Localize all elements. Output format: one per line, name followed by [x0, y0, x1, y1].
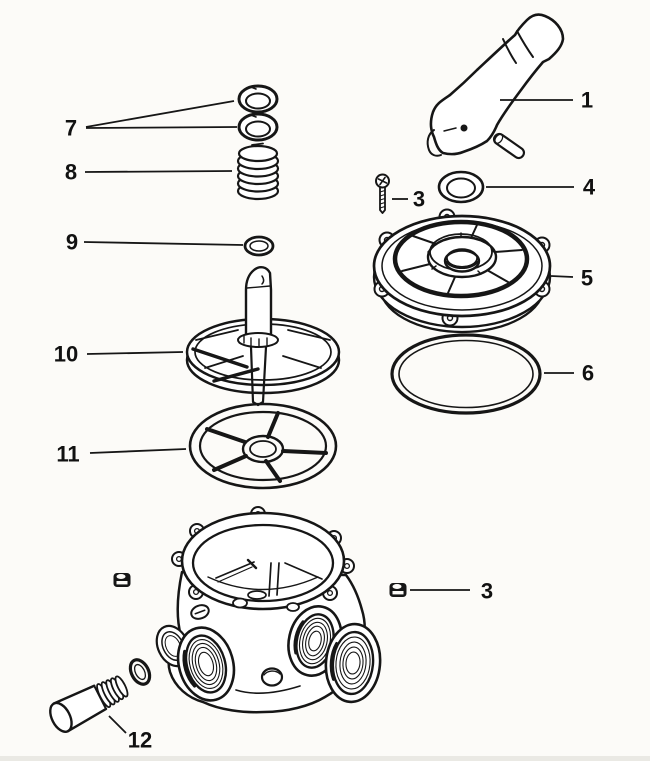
- handle-part: [426, 13, 565, 157]
- part-label-3b: 3: [481, 579, 493, 604]
- page-bottom-edge: [0, 756, 650, 761]
- leader-7b: [85, 126, 238, 129]
- part-label-12: 12: [128, 728, 152, 753]
- part-label-4: 4: [583, 175, 596, 200]
- body-front-boss: [235, 667, 301, 694]
- screw-part: [375, 173, 390, 214]
- leader-7a: [85, 100, 235, 128]
- cover-o-ring-part: [390, 333, 542, 415]
- spring-part: [236, 142, 280, 201]
- leader-9: [83, 241, 244, 246]
- leader-5: [550, 275, 574, 278]
- part-label-3: 3: [413, 187, 425, 212]
- stem-o-ring-part: [243, 235, 275, 257]
- handle-pin-part: [492, 132, 526, 160]
- part-label-10: 10: [54, 342, 78, 367]
- nut-left-part: [113, 573, 131, 587]
- body-slotted-plug: [190, 604, 210, 620]
- part-label-6: 6: [582, 361, 594, 386]
- stem-washers-part: [237, 84, 279, 142]
- body-right-port: [324, 622, 382, 704]
- callout-labels: 7 8 9 10 11 1 3 4 5 6 3 12: [54, 88, 596, 753]
- drain-plug-o-ring-part: [128, 658, 152, 686]
- part-label-11: 11: [56, 442, 79, 467]
- nut-right-part: [389, 583, 407, 597]
- part-label-1: 1: [581, 88, 593, 113]
- part-label-5: 5: [581, 266, 593, 291]
- spider-gasket-part: [188, 402, 338, 490]
- leader-lines: [83, 99, 574, 734]
- leader-8: [84, 170, 233, 173]
- part-label-9: 9: [66, 230, 78, 255]
- body-left-port: [176, 626, 236, 702]
- part-label-8: 8: [65, 160, 77, 185]
- handle-washer-part: [437, 170, 485, 204]
- part-label-7: 7: [65, 116, 77, 141]
- valve-cover-part: [372, 208, 552, 334]
- valve-body-part: [155, 506, 382, 714]
- leader-12: [108, 715, 127, 734]
- diverter-part: [185, 265, 341, 407]
- body-interior: [207, 558, 323, 600]
- drain-plug-part: [49, 675, 129, 733]
- leader-10: [86, 351, 184, 355]
- leader-11: [89, 448, 187, 454]
- cover-spokes: [401, 224, 523, 294]
